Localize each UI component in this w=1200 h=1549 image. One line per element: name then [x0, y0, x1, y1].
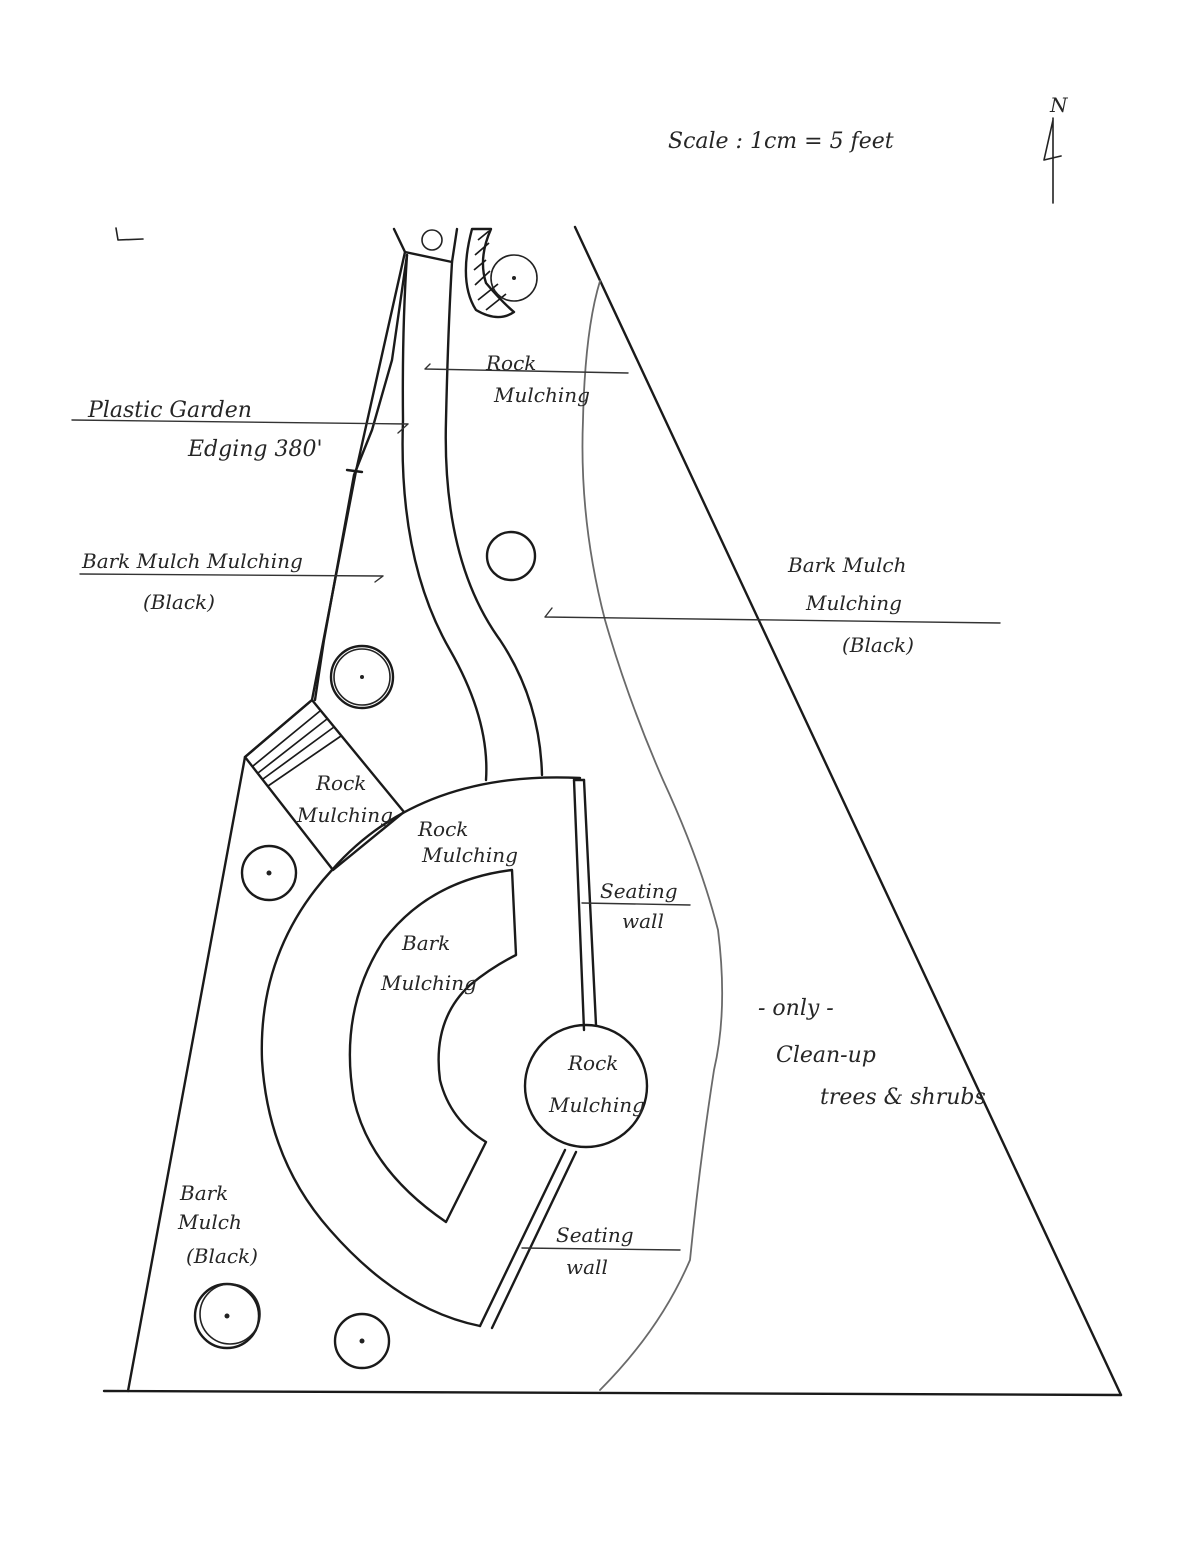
hatched-bed-top	[464, 227, 538, 319]
label-seating-lower: Seating	[556, 1223, 634, 1247]
property-boundary	[102, 225, 1123, 1397]
tree-circle	[490, 254, 538, 302]
label-cleanup-3: trees & shrubs	[820, 1085, 986, 1110]
label-rock-steps: Rock	[315, 771, 366, 795]
label-bark-bottom-3: (Black)	[186, 1244, 258, 1268]
top-entry-detail	[403, 227, 459, 264]
tree-circle	[333, 1312, 391, 1370]
label-seating-upper-2: wall	[622, 909, 664, 933]
north-arrow: N	[1043, 93, 1069, 204]
plastic-garden-edging	[313, 253, 544, 782]
cleanup-boundary-line	[581, 280, 724, 1391]
trees	[193, 530, 537, 1370]
seating-area	[260, 776, 649, 1330]
north-letter: N	[1049, 93, 1069, 117]
label-rock-arc: Rock	[417, 817, 468, 841]
label-cleanup-2: Clean-up	[776, 1043, 876, 1068]
leader-lines	[71, 363, 1001, 1251]
label-bark-bottom: Bark	[179, 1181, 228, 1205]
label-bark-left-2: (Black)	[143, 590, 215, 614]
label-rock-circle-2: Mulching	[548, 1093, 645, 1117]
labels: Rock Mulching Plastic Garden Edging 380'…	[81, 351, 986, 1279]
label-rock-top: Rock	[485, 351, 536, 375]
label-rock-arc-2: Mulching	[421, 843, 518, 867]
label-bark-center: Bark	[401, 931, 450, 955]
tree-circle	[329, 644, 395, 710]
label-seating-upper: Seating	[600, 879, 678, 903]
label-bark-right-3: (Black)	[842, 633, 914, 657]
small-tree-circle	[421, 229, 443, 251]
label-rock-steps-2: Mulching	[296, 803, 393, 827]
label-bark-bottom-2: Mulch	[177, 1210, 242, 1234]
label-rock-circle: Rock	[567, 1051, 618, 1075]
label-edging: Plastic Garden	[87, 398, 252, 423]
label-bark-right-2: Mulching	[805, 591, 902, 615]
tree-circle	[240, 844, 298, 902]
label-bark-right: Bark Mulch	[787, 553, 907, 577]
label-seating-lower-2: wall	[566, 1255, 608, 1279]
corner-mark	[115, 227, 144, 241]
label-cleanup: - only -	[758, 996, 834, 1021]
tree-circle	[485, 530, 537, 582]
scale-note: Scale : 1cm = 5 feet	[668, 129, 894, 154]
label-edging-2: Edging 380'	[187, 437, 323, 462]
label-bark-left: Bark Mulch Mulching	[81, 549, 303, 573]
label-bark-center-2: Mulching	[380, 971, 477, 995]
label-rock-top-2: Mulching	[493, 383, 590, 407]
rock-mulching-circle	[523, 1023, 649, 1149]
